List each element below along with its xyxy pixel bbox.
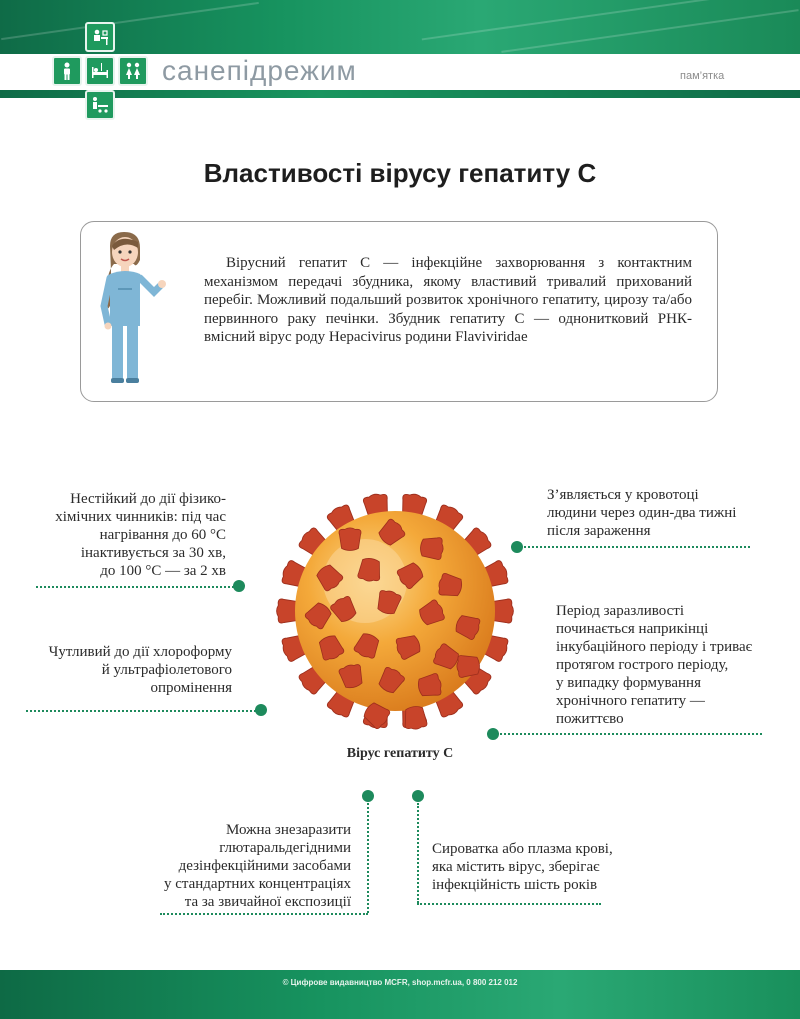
note-period: Період заразливості починається наприкін… — [556, 602, 786, 728]
note-line: інкубаційного періоду і триває — [556, 639, 753, 655]
note-line: З’являється у кровотоці — [547, 487, 699, 503]
note-line: опромінення — [150, 680, 232, 696]
virus-spike — [357, 558, 381, 582]
note-chloroform: Чутливий до дії хлороформу й ультрафіоле… — [30, 643, 232, 697]
page-title: Властивості вірусу гепатиту С — [203, 158, 597, 188]
hospital-bed-icon — [85, 56, 115, 86]
virus-spike — [363, 702, 391, 730]
note-line: починається наприкінці — [556, 621, 709, 637]
virus-caption: Вірус гепатиту С — [346, 746, 454, 761]
virus-spike — [316, 564, 344, 592]
note-blood: З’являється у кровотоці людини через оди… — [547, 486, 777, 540]
virus-spike — [353, 633, 380, 659]
note-line: у стандартних концентраціях — [163, 876, 351, 892]
virus-spike — [396, 562, 424, 589]
note-line: й ультрафіолетового — [101, 662, 232, 678]
note-line: пожиттєво — [556, 711, 624, 727]
note-line: інфекційність шість років — [432, 877, 598, 893]
nurse-illustration — [100, 232, 166, 383]
doctor-desk-icon — [85, 22, 115, 52]
leader-dots — [160, 913, 368, 915]
leader-dots-vertical — [417, 803, 419, 903]
note-line: дезінфекційними засобами — [178, 858, 351, 874]
note-line: Сироватка або плазма крові, — [432, 841, 613, 857]
intro-box — [80, 221, 718, 402]
note-line: людини через один-два тижні — [547, 505, 737, 521]
women-icon — [118, 56, 148, 86]
stretcher-icon — [85, 90, 115, 120]
virus-illustration — [276, 493, 514, 730]
leader-dots-vertical — [367, 803, 369, 913]
note-line: глютаральдегідними — [219, 840, 351, 856]
note-line: Можна знезаразити — [226, 822, 351, 838]
marker-dot — [511, 541, 523, 553]
brand-title: санепідрежим — [162, 55, 357, 86]
note-line: нагрівання до 60 °С — [99, 527, 226, 543]
note-line: хімічних чинників: під час — [55, 509, 226, 525]
marker-dot — [255, 704, 267, 716]
leader-dots — [500, 733, 762, 735]
note-line: інактивується за 30 хв, — [80, 545, 226, 561]
note-serum: Сироватка або плазма крові, яка містить … — [432, 840, 632, 894]
virus-spike — [304, 602, 332, 630]
virus-spike — [318, 635, 345, 661]
virus-spike — [378, 666, 405, 694]
footer-copyright: © Цифрове видавництво MCFR, shop.mcfr.ua… — [282, 978, 518, 987]
section-label: пам’ятка — [680, 70, 725, 82]
virus-spike — [395, 635, 421, 660]
marker-dot — [487, 728, 499, 740]
marker-dot — [412, 790, 424, 802]
intro-text: Вірусний гепатит С — інфекційне захворюв… — [204, 255, 692, 345]
virus-spike — [378, 518, 406, 546]
marker-dot — [362, 790, 374, 802]
virus-spike — [377, 590, 402, 615]
note-line: до 100 °С — за 2 хв — [100, 563, 226, 579]
note-line: після зараження — [547, 523, 651, 539]
leader-dots — [524, 546, 750, 548]
virus-spike — [420, 537, 444, 560]
virus-spike — [456, 655, 480, 678]
note-line: яка містить вірус, зберігає — [432, 859, 600, 875]
virus-spike — [438, 572, 463, 597]
person-icon — [52, 56, 82, 86]
note-disinfect: Можна знезаразити глютаральдегідними дез… — [150, 821, 351, 911]
header-band — [0, 0, 800, 54]
virus-spike — [404, 706, 428, 730]
virus-spike — [338, 527, 362, 551]
note-line: хронічного гепатиту — — [556, 693, 705, 709]
leader-dots — [417, 903, 601, 905]
virus-spike — [418, 673, 442, 697]
note-line: та за звичайної експозиції — [184, 894, 351, 910]
note-line: Чутливий до дії хлороформу — [48, 644, 232, 660]
leader-dots — [26, 710, 256, 712]
marker-dot — [233, 580, 245, 592]
virus-spike — [330, 596, 357, 623]
footer-band — [0, 970, 800, 1019]
virus-spike — [433, 643, 459, 670]
note-unstable: Нестійкий до дії фізико- хімічних чинник… — [40, 490, 226, 580]
note-line: у випадку формування — [556, 675, 701, 691]
note-line: Період заразливості — [556, 603, 685, 619]
virus-spike — [338, 664, 363, 689]
leader-dots — [36, 586, 234, 588]
note-line: протягом гострого періоду, — [556, 657, 729, 673]
header-underline — [0, 90, 800, 98]
note-line: Нестійкий до дії фізико- — [70, 491, 226, 507]
virus-spike — [419, 599, 445, 626]
virus-spike — [455, 615, 481, 640]
